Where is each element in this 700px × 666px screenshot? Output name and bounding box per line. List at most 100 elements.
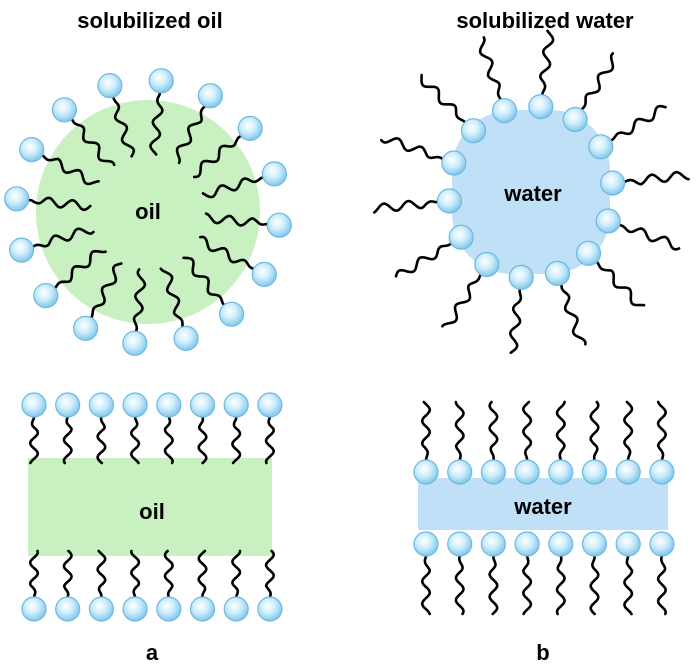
tail-icon — [555, 554, 566, 616]
oil-micelle-label: oil — [135, 199, 161, 224]
head-group-icon — [122, 330, 148, 356]
head-group-icon — [615, 531, 641, 557]
tail-icon — [555, 400, 566, 462]
head-group-icon — [599, 170, 626, 196]
head-group-icon — [257, 596, 283, 622]
tail-icon — [130, 415, 141, 465]
tail-icon — [159, 267, 184, 329]
tail-icon — [28, 549, 40, 599]
tail-icon — [231, 415, 242, 465]
tail-icon — [199, 235, 255, 271]
panel-a-title: solubilized oil — [77, 8, 222, 33]
oil-micelle-core — [36, 100, 260, 324]
head-group-icon — [575, 240, 602, 266]
head-group-icon — [237, 115, 263, 141]
tail-icon — [132, 268, 147, 333]
head-group-icon — [97, 72, 123, 99]
tail-icon — [380, 137, 444, 161]
tail-icon — [623, 400, 634, 462]
tail-icon — [149, 91, 164, 156]
tail-icon — [53, 249, 107, 290]
head-group-icon — [649, 531, 675, 557]
head-group-icon — [595, 208, 621, 234]
tail-icon — [96, 415, 107, 465]
tail-icon — [27, 196, 92, 212]
tail-icon — [522, 400, 533, 462]
tail-icon — [441, 273, 482, 328]
head-group-icon — [173, 325, 199, 351]
tail-icon — [478, 36, 502, 101]
tail-icon — [62, 415, 73, 465]
head-group-icon — [491, 97, 518, 124]
head-group-icon — [223, 596, 249, 622]
head-group-icon — [413, 459, 439, 485]
tail-icon — [182, 256, 226, 307]
head-group-icon — [447, 459, 473, 485]
surfactant-tails — [27, 29, 690, 616]
head-group-icon — [508, 264, 534, 290]
tail-icon — [488, 554, 499, 616]
tail-icon — [454, 554, 465, 616]
tail-icon — [41, 153, 100, 186]
tail-icon — [31, 227, 95, 248]
water-micelle-label: water — [503, 181, 562, 206]
tail-icon — [618, 223, 681, 251]
head-group-icon — [9, 237, 35, 263]
tail-icon — [488, 400, 499, 462]
head-group-icon — [197, 83, 223, 109]
head-group-icon — [548, 531, 574, 557]
head-group-icon — [223, 392, 249, 418]
water-micelle-core — [452, 110, 610, 274]
tail-icon — [656, 400, 667, 462]
tail-icon — [420, 554, 432, 616]
tail-icon — [589, 400, 600, 462]
surfactant-heads — [4, 68, 675, 622]
head-group-icon — [649, 459, 675, 485]
tail-icon — [589, 554, 600, 616]
tail-icon — [264, 549, 275, 599]
oil-bilayer-label: oil — [139, 499, 165, 524]
head-group-icon — [581, 531, 608, 557]
head-group-icon — [51, 97, 78, 123]
head-group-icon — [261, 161, 287, 187]
tail-icon — [372, 199, 439, 214]
tail-icon — [609, 104, 667, 142]
head-group-icon — [88, 392, 115, 418]
water-bilayer-core — [418, 478, 668, 530]
tail-icon — [204, 212, 269, 227]
head-group-icon — [562, 106, 588, 133]
tail-icon — [522, 554, 533, 616]
panel-a-label: a — [146, 640, 159, 665]
tail-icon — [264, 415, 275, 465]
water-bilayer-label: water — [513, 494, 572, 519]
head-group-icon — [21, 392, 47, 418]
head-group-icon — [480, 531, 506, 557]
head-group-icon — [122, 392, 148, 418]
tail-icon — [623, 170, 690, 186]
head-group-icon — [33, 283, 59, 309]
head-group-icon — [514, 531, 540, 557]
panel-b-label: b — [536, 640, 549, 665]
tail-icon — [231, 549, 242, 599]
head-group-icon — [4, 186, 30, 212]
head-group-icon — [55, 392, 81, 418]
head-group-icon — [528, 93, 554, 120]
head-group-icon — [413, 531, 439, 557]
tail-icon — [62, 549, 73, 599]
head-group-icon — [266, 212, 292, 238]
tail-icon — [130, 549, 141, 599]
head-group-icon — [447, 531, 473, 557]
head-group-icon — [436, 188, 462, 214]
tail-icon — [163, 549, 174, 599]
head-group-icon — [448, 224, 474, 250]
head-group-icon — [474, 251, 500, 278]
tail-icon — [192, 134, 243, 179]
head-group-icon — [219, 301, 245, 327]
tail-icon — [580, 52, 615, 111]
head-group-icon — [257, 392, 283, 418]
head-group-icon — [514, 459, 540, 485]
tail-icon — [623, 554, 634, 616]
tail-icon — [420, 73, 467, 124]
panel-b-title: solubilized water — [456, 8, 634, 33]
